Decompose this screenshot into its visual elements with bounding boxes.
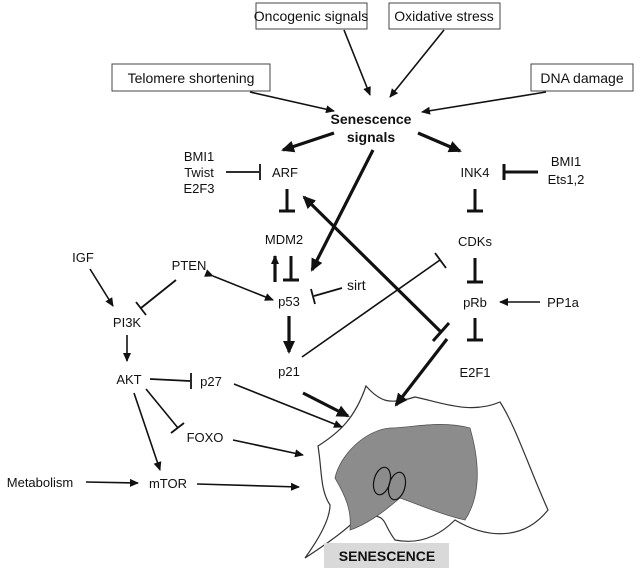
senescence-label-bg xyxy=(324,543,449,568)
e2f1-to-arf-arrow xyxy=(302,195,443,334)
oncogenic-signals-box: Oncogenic signals xyxy=(254,2,368,30)
p27-to-senescence-arrow xyxy=(233,383,343,428)
senescent-cell xyxy=(304,384,549,559)
sirt-inhibits-p53-bar xyxy=(310,288,316,305)
oxidative-arrow xyxy=(389,29,445,98)
oxidative-stress-box: Oxidative stress xyxy=(388,2,501,30)
telomere-arrow xyxy=(249,91,335,114)
pten-p53-bidirectional-arrow xyxy=(204,269,274,301)
foxo-to-senescence-arrow xyxy=(232,439,304,458)
nucleolus-right xyxy=(387,471,407,501)
twist-label: Twist xyxy=(184,165,214,180)
oncogenic-signals-label: Oncogenic signals xyxy=(254,8,368,24)
senescence-signals-line2: signals xyxy=(347,129,395,145)
pten-inhibits-pi3k-bar xyxy=(135,301,147,316)
ets-label: Ets1,2 xyxy=(548,172,585,187)
bmi1-left-label: BMI1 xyxy=(184,149,214,164)
arf-label: ARF xyxy=(272,165,298,180)
senescence-signals-line1: Senescence xyxy=(331,111,412,127)
akt-to-mtor-arrow xyxy=(133,392,162,471)
akt-label: AKT xyxy=(116,372,141,387)
mtor-label: mTOR xyxy=(149,476,187,491)
igf-label: IGF xyxy=(72,250,94,265)
signals-to-arf-arrow xyxy=(281,131,335,153)
oncogenic-arrow xyxy=(343,29,371,96)
metabolism-label: Metabolism xyxy=(7,475,73,490)
senescence-label: SENESCENCE xyxy=(339,548,435,564)
igf-to-pi3k-arrow xyxy=(89,268,114,307)
dna-damage-arrow xyxy=(421,91,547,115)
p21-inhibits-cdks-bar xyxy=(434,252,447,269)
p27-label: p27 xyxy=(200,374,222,389)
metabolism-to-mtor-arrow xyxy=(85,478,139,487)
p21-inhibits-cdks xyxy=(301,259,441,358)
oxidative-stress-label: Oxidative stress xyxy=(394,8,494,24)
akt-inhibits-foxo-bar xyxy=(170,422,185,434)
dna-damage-label: DNA damage xyxy=(540,70,623,86)
mtor-to-senescence-arrow xyxy=(196,482,300,491)
pten-label: PTEN xyxy=(172,258,207,273)
p21-to-senescence-arrow xyxy=(302,391,350,418)
sirt-label: sirt xyxy=(347,277,366,293)
foxo-label: FOXO xyxy=(187,430,224,445)
dna-damage-box: DNA damage xyxy=(530,63,634,92)
mdm2-label: MDM2 xyxy=(265,232,303,247)
e2f3-label: E2F3 xyxy=(183,181,214,196)
cell-nucleus xyxy=(334,424,478,531)
signals-to-ink4-arrow xyxy=(417,131,462,153)
e2f1-to-senescence-arrow xyxy=(394,338,449,407)
e2f1-label: E2F1 xyxy=(459,365,490,380)
telomere-shortening-label: Telomere shortening xyxy=(128,70,255,86)
pten-inhibits-pi3k xyxy=(140,279,177,309)
p53-label: p53 xyxy=(278,294,300,309)
pp1a-label: PP1a xyxy=(547,295,580,310)
akt-inhibits-p27 xyxy=(149,378,191,382)
telomere-shortening-box: Telomere shortening xyxy=(111,63,271,92)
e2f1-arrow-base-bar xyxy=(431,322,451,342)
p21-label: p21 xyxy=(278,364,300,379)
prb-label: pRb xyxy=(463,295,487,310)
pi3k-label: PI3K xyxy=(113,315,142,330)
bmi1-right-label: BMI1 xyxy=(551,154,581,169)
cdks-label: CDKs xyxy=(458,234,492,249)
akt-inhibits-foxo xyxy=(145,388,179,429)
sirt-inhibits-p53 xyxy=(313,287,343,297)
ink4-label: INK4 xyxy=(461,165,490,180)
signals-to-p53-arrow xyxy=(310,149,375,272)
